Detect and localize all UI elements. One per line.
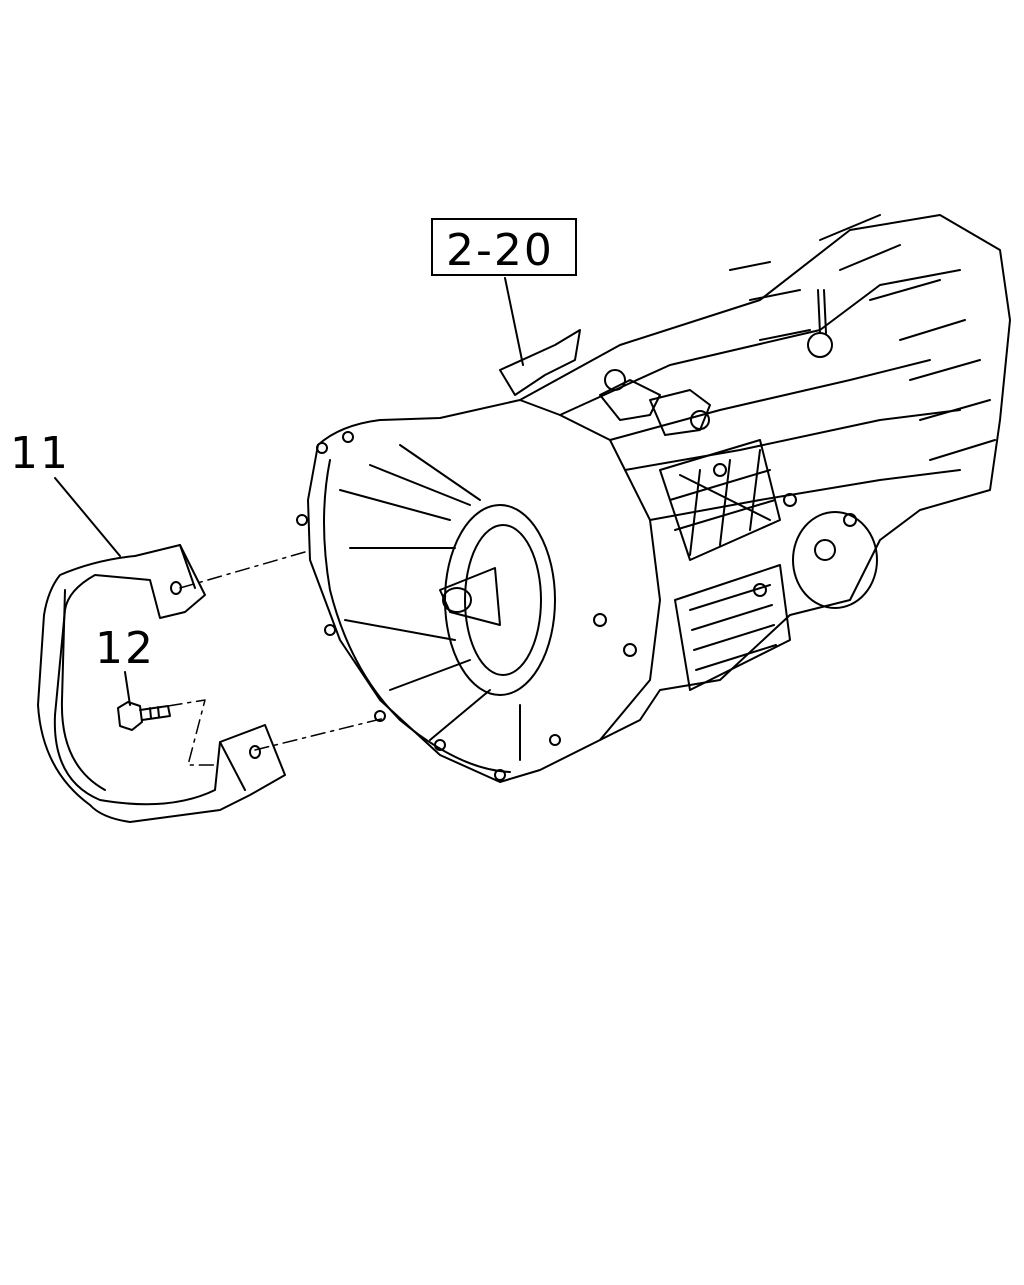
leader-12 [124, 671, 131, 706]
callout-12: 12 [95, 623, 155, 674]
leader-11 [54, 477, 121, 557]
bolt-icon [117, 701, 171, 731]
reference-label: 2-20 [446, 225, 554, 276]
callout-11: 11 [10, 428, 70, 479]
bracket-icon [37, 544, 286, 823]
alignment-lines [167, 551, 386, 766]
leader-2-20 [504, 277, 524, 366]
leader-lines [54, 277, 524, 706]
reference-box [431, 218, 577, 276]
transmission-icon [296, 214, 1011, 783]
